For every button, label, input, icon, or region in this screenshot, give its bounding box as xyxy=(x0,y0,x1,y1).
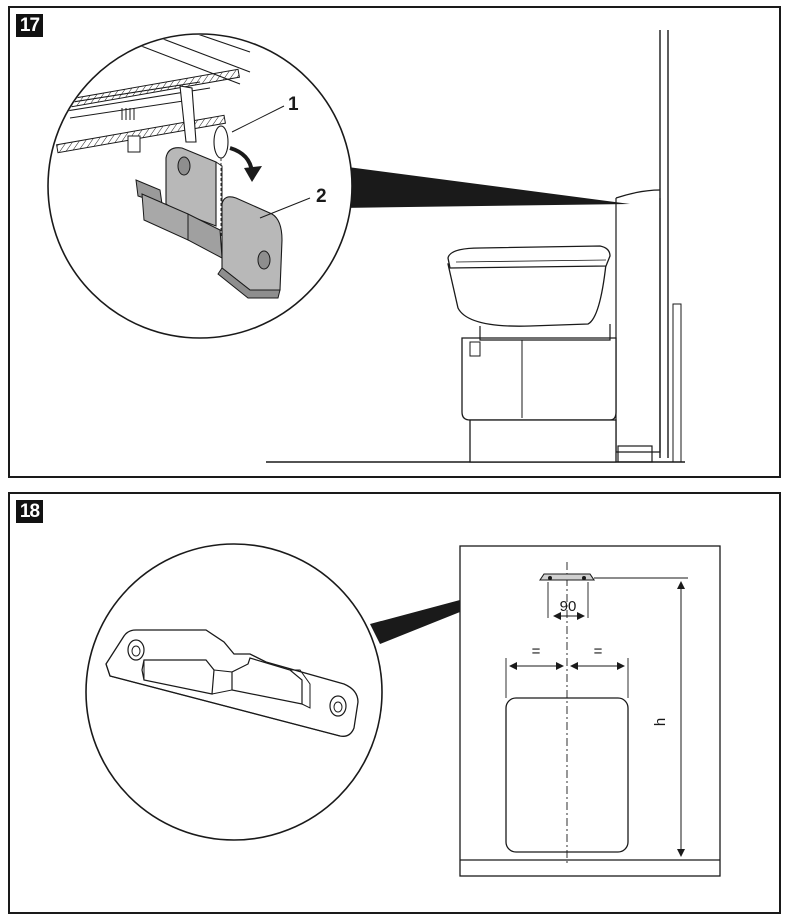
dim-eq-left-label: = xyxy=(532,643,541,660)
toilet-plinth xyxy=(469,419,617,463)
figure-number-badge: 17 xyxy=(16,14,43,37)
dim-h-label: h xyxy=(652,718,669,726)
holder-part-2 xyxy=(135,147,283,299)
holder-part-detail xyxy=(105,629,359,737)
figure-18-illustration: 90 = = h xyxy=(85,543,721,877)
toilet-seat-edge xyxy=(455,259,607,263)
callout-1-leader xyxy=(231,105,285,133)
callout-2-leader xyxy=(259,197,311,219)
toilet-pedestal xyxy=(479,324,611,341)
cabinet-body xyxy=(615,198,661,453)
zoom-wedge xyxy=(340,166,630,208)
toilet-bowl xyxy=(447,263,607,327)
dim-eq-right-label: = xyxy=(594,643,603,660)
toilet-lid xyxy=(447,245,611,269)
figure-18-panel: 18 xyxy=(8,492,781,914)
figure-17-panel: 17 xyxy=(8,6,781,478)
holder-bracket xyxy=(538,573,596,581)
callout-1-label: 1 xyxy=(288,94,299,115)
figure-17-illustration: 1 2 xyxy=(47,30,685,463)
cabinet-foot xyxy=(617,445,653,463)
screw-hole-part xyxy=(213,125,229,159)
toilet-latch xyxy=(469,341,481,357)
callout-2-label: 2 xyxy=(316,186,327,207)
toilet-base xyxy=(461,337,617,421)
figure-number-badge: 18 xyxy=(16,500,43,523)
dim-90-label: 90 xyxy=(560,598,577,615)
wall-panel xyxy=(672,303,682,463)
cabinet-top xyxy=(615,189,661,199)
